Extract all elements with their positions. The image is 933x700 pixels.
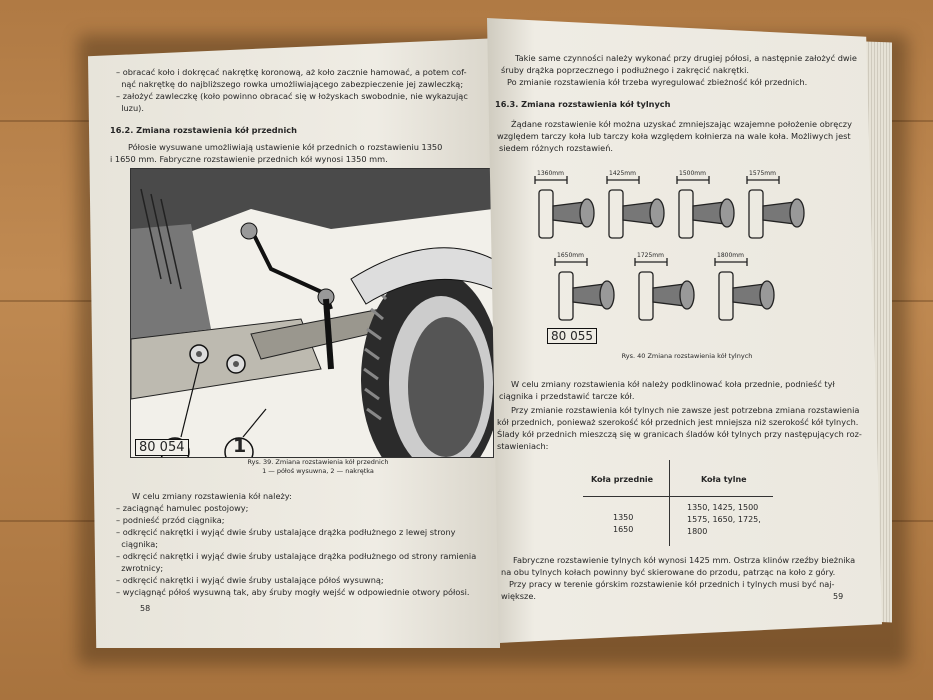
table-cell: 1800	[687, 527, 708, 536]
left-line-2: nąć nakrętkę do najbliższego rowka umożl…	[116, 79, 464, 89]
table-divider	[669, 460, 670, 546]
figure-40-diagrams: 1360mm 1425mm 1500mm 1575mm 1650mm 1725m…	[527, 170, 847, 350]
right-body-1: W celu zmiany rozstawienia kół należy po…	[511, 379, 835, 389]
right-body-5: Ślady kół przednich mieszczą się w grani…	[497, 429, 862, 439]
intro-line-2: i 1650 mm. Fabryczne rozstawienie przedn…	[110, 154, 388, 164]
callout-1: 1	[233, 435, 247, 457]
right-line-3: Po zmianie rozstawienia kół trzeba wyreg…	[507, 77, 808, 87]
dim-label-1: 1360mm	[537, 170, 564, 177]
figure-39-photo: 2 1 80 054	[130, 168, 500, 489]
right-line-1: Takie same czynności należy wykonać przy…	[515, 53, 857, 63]
procedure-line-4: – odkręcić nakrętki i wyjąć dwie śruby u…	[116, 527, 456, 537]
wheel-offset-diagrams	[534, 176, 805, 321]
table-cell: 1575, 1650, 1725,	[687, 515, 761, 524]
table-header-front: Koła przednie	[591, 475, 654, 484]
figure-40-caption: Rys. 40 Zmiana rozstawienia kół tylnych	[621, 352, 753, 360]
table-rule	[583, 496, 773, 497]
right-intro-3: siedem różnych rozstawień.	[499, 143, 613, 153]
procedure-line-7: zwrotnicy;	[116, 563, 164, 573]
right-body-2: ciągnika i przedstawić tarcze kół.	[499, 391, 635, 401]
section-heading-16-3: 16.3. Zmiana rozstawienia kół tylnych	[495, 99, 671, 109]
dim-label-7: 1800mm	[717, 252, 744, 259]
procedure-line-3: – podnieść przód ciągnika;	[116, 515, 225, 525]
page-number-right: 59	[833, 592, 844, 601]
dim-label-4: 1575mm	[749, 170, 776, 177]
right-intro-1: Żądane rozstawienie kół można uzyskać zm…	[511, 119, 852, 129]
left-line-3: – założyć zawleczkę (koło powinno obraca…	[116, 91, 468, 101]
right-footer-3: Przy pracy w terenie górskim rozstawieni…	[509, 579, 835, 589]
procedure-line-9: – wyciągnąć półoś wysuwną tak, aby śruby…	[116, 587, 470, 597]
left-line-1: – obracać koło i dokręcać nakrętkę koron…	[116, 67, 467, 77]
page-number-left: 58	[140, 604, 151, 613]
right-body-3: Przy zmianie rozstawienia kół tylnych ni…	[511, 405, 860, 415]
dim-label-5: 1650mm	[557, 252, 584, 259]
right-footer-4: większe.	[501, 591, 536, 601]
dim-label-2: 1425mm	[609, 170, 636, 177]
procedure-line-8: – odkręcić nakrętki i wyjąć dwie śruby u…	[116, 575, 384, 585]
procedure-line-1: W celu zmiany rozstawienia kół należy:	[132, 491, 292, 501]
right-line-2: śruby drążka poprzecznego i podłużnego i…	[501, 65, 750, 75]
figure-39-legend: 1 — półoś wysuwna, 2 — nakrętka	[262, 467, 374, 475]
intro-line-1: Półosie wysuwane umożliwiają ustawienie …	[128, 142, 443, 152]
right-body-4: kół przednich, ponieważ szerokość kół pr…	[497, 417, 859, 427]
left-line-4: luzu).	[116, 103, 144, 113]
procedure-line-5: ciągnika;	[116, 539, 159, 549]
figure-39-caption: Rys. 39. Zmiana rozstawienia kół przedni…	[247, 458, 389, 466]
section-heading-16-2: 16.2. Zmiana rozstawienia kół przednich	[110, 125, 297, 135]
figure-code-80055: 80 055	[547, 328, 597, 344]
dim-label-6: 1725mm	[637, 252, 664, 259]
table-header-rear: Koła tylne	[701, 475, 747, 484]
figure-code-80054: 80 054	[135, 439, 189, 456]
wheel-track-table: Koła przednie Koła tylne 1350 1350, 1425…	[583, 460, 773, 550]
table-cell: 1350, 1425, 1500	[687, 503, 759, 512]
procedure-line-2: – zaciągnąć hamulec postojowy;	[116, 503, 249, 513]
right-footer-1: Fabryczne rozstawienie tylnych kół wynos…	[513, 555, 856, 565]
right-footer-2: na obu tylnych kołach powinny być skiero…	[501, 567, 836, 577]
right-body-6: stawieniach:	[497, 441, 549, 451]
axle-illustration	[130, 169, 500, 489]
right-page: Takie same czynności należy wykonać przy…	[487, 18, 882, 643]
table-cell: 1650	[613, 525, 634, 534]
right-intro-2: względem tarczy koła lub tarczy koła wzg…	[497, 131, 851, 141]
dim-label-3: 1500mm	[679, 170, 706, 177]
left-page: – obracać koło i dokręcać nakrętkę koron…	[88, 38, 500, 648]
procedure-line-6: – odkręcić nakrętki i wyjąć dwie śruby u…	[116, 551, 477, 561]
table-cell: 1350	[613, 513, 634, 522]
